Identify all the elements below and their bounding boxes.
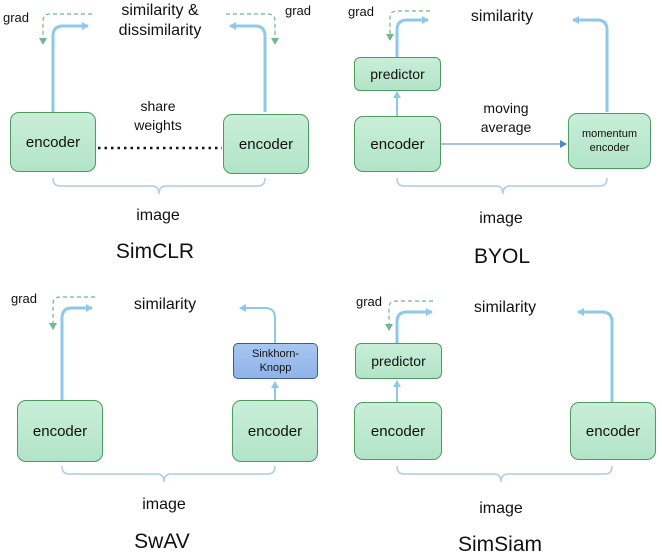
simclr-right-up-arrow <box>229 22 267 112</box>
simclr-image-label: image <box>136 207 180 224</box>
byol-title: BYOL <box>473 245 531 268</box>
byol-moving-label-2: average <box>480 119 532 135</box>
byol-moving-label-1: moving <box>483 100 529 116</box>
swav-grad-label: grad <box>11 291 38 306</box>
simclr-grad-right-label: grad <box>285 3 312 18</box>
byol-predictor-up-arrow <box>395 16 429 57</box>
byol-encoder-label: encoder <box>370 135 425 153</box>
byol-encoder: encoder <box>354 116 441 172</box>
simsiam-right-up-arrow <box>577 308 614 402</box>
swav-grad-arrow <box>49 296 95 330</box>
swav-encoder-left: encoder <box>17 400 103 462</box>
byol-grad-label: grad <box>348 4 375 19</box>
simclr-arrows <box>39 13 279 195</box>
byol-predictor-label: predictor <box>370 66 425 82</box>
byol-top-label: similarity <box>470 8 534 25</box>
byol-right-up-arrow <box>572 16 609 112</box>
simclr-share-label-2: weights <box>134 117 182 133</box>
byol-momentum-label-1: momentum <box>581 128 638 140</box>
swav-sinkhorn-up-arrow <box>239 304 276 343</box>
byol-image-brace <box>396 177 608 195</box>
byol-momentum-label-2: encoder <box>589 142 630 154</box>
swav-image-brace <box>61 465 276 483</box>
simsiam-title: SimSiam <box>457 533 543 556</box>
simsiam-arrows <box>385 300 614 483</box>
byol-image-label: image <box>479 210 523 227</box>
swav-sinkhorn-label-2: Knopp <box>259 362 292 374</box>
byol-predictor: predictor <box>354 57 441 91</box>
swav-sinkhorn-label-1: Sinkhorn- <box>251 348 300 360</box>
simclr-encoder-left: encoder <box>10 112 96 172</box>
swav-title: SwAV <box>134 530 190 553</box>
simclr-grad-left-label: grad <box>3 10 30 25</box>
simclr-title: SimCLR <box>115 240 195 263</box>
swav-encoder-right: encoder <box>232 400 318 462</box>
simclr-encoder-right: encoder <box>223 114 309 174</box>
simsiam-encoder-right: encoder <box>570 402 656 460</box>
swav-image-label: image <box>142 496 186 513</box>
simsiam-grad-arrow <box>385 300 433 331</box>
swav-top-label: similarity <box>133 296 197 313</box>
swav-sinkhorn-knopp: Sinkhorn- Knopp <box>233 343 318 379</box>
simsiam-encoder-left-label: encoder <box>370 422 426 440</box>
swav-left-up-arrow <box>60 304 93 400</box>
simsiam-grad-label: grad <box>356 294 383 309</box>
simsiam-top-label: similarity <box>473 299 537 316</box>
simsiam-predictor-label: predictor <box>371 353 426 369</box>
simsiam-predictor-up-arrow <box>395 308 433 343</box>
simclr-image-brace <box>52 177 266 195</box>
simclr-top-label-2: dissimilarity <box>118 22 202 39</box>
byol-momentum-encoder: momentum encoder <box>568 113 651 169</box>
simclr-encoder-left-label: encoder <box>25 133 81 151</box>
simclr-share-label-1: share <box>140 98 176 114</box>
simsiam-image-label: image <box>479 500 523 517</box>
simsiam-encoder-left: encoder <box>354 402 442 460</box>
simsiam-image-brace <box>396 465 613 483</box>
simclr-left-up-arrow <box>51 22 89 112</box>
swav-encoder-left-label: encoder <box>32 422 88 440</box>
byol-arrows <box>386 10 609 195</box>
swav-encoder-right-label: encoder <box>247 422 303 440</box>
simclr-encoder-right-label: encoder <box>238 135 294 153</box>
simsiam-encoder-right-label: encoder <box>585 422 641 440</box>
simclr-top-label-1: similarity & <box>121 2 199 19</box>
simclr-left-grad-arrow <box>39 13 92 45</box>
swav-arrows <box>49 296 279 483</box>
simsiam-predictor: predictor <box>355 343 442 379</box>
byol-grad-arrow <box>386 10 430 41</box>
simclr-right-grad-arrow <box>226 13 279 45</box>
